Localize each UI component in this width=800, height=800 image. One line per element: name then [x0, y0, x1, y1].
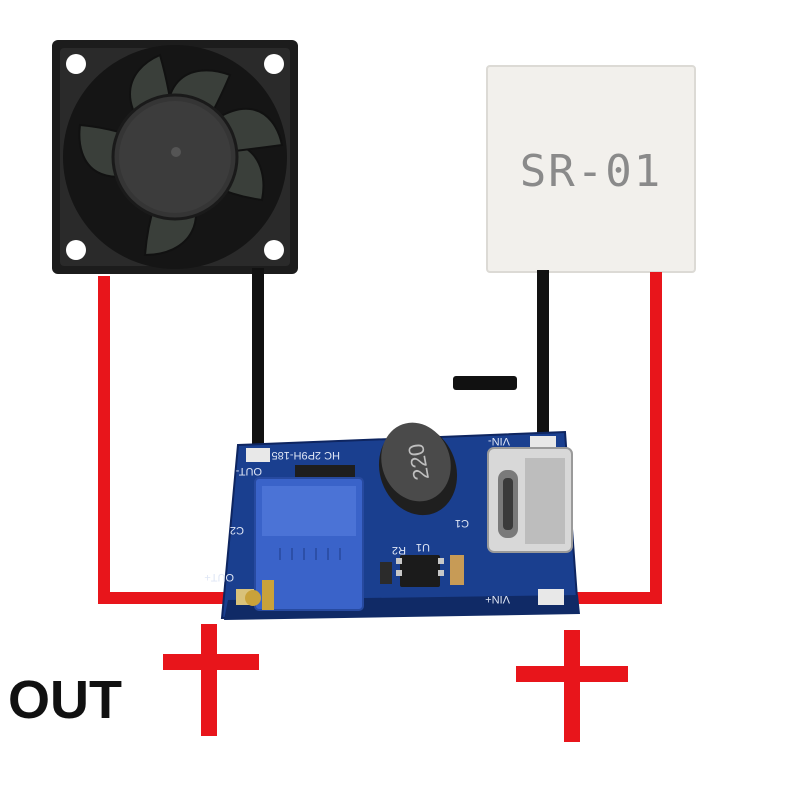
out-label: OUT [8, 670, 122, 730]
peltier-module: SR-01 [486, 65, 696, 273]
cooling-fan-icon [52, 40, 298, 274]
silk-r2: R2 [392, 544, 406, 556]
silk-out-plus: OUT+ [204, 571, 234, 583]
silk-c2: C2 [230, 524, 244, 536]
peltier-marking: SR-01 [520, 146, 662, 197]
pad-vin-plus [538, 589, 564, 605]
wire-fan-positive [98, 276, 238, 604]
silk-model: HC 2P9H-185 [272, 449, 340, 461]
inductor: 220 [378, 422, 458, 516]
pad-out-minus [246, 448, 270, 462]
potentiometer [245, 477, 364, 611]
boost-converter-pcb: OUT- HC 2P9H-185 VIN- OUT+ VIN+ C2 R2 U1… [204, 422, 580, 620]
plus-sign-left [163, 624, 259, 736]
usb-c-port-icon [487, 447, 573, 553]
silk-vin-minus: VIN- [488, 435, 510, 447]
wires [98, 268, 662, 604]
silk-out-minus: OUT- [235, 465, 262, 477]
plus-sign-right [516, 630, 628, 742]
pad-vin-minus [530, 436, 556, 450]
minus-sign [453, 376, 517, 390]
polarity-marks: OUT [8, 376, 628, 742]
wire-peltier-positive [540, 272, 662, 604]
silk-c1: C1 [455, 517, 469, 529]
silk-u1: U1 [416, 541, 430, 553]
silk-vin-plus: VIN+ [485, 593, 510, 605]
